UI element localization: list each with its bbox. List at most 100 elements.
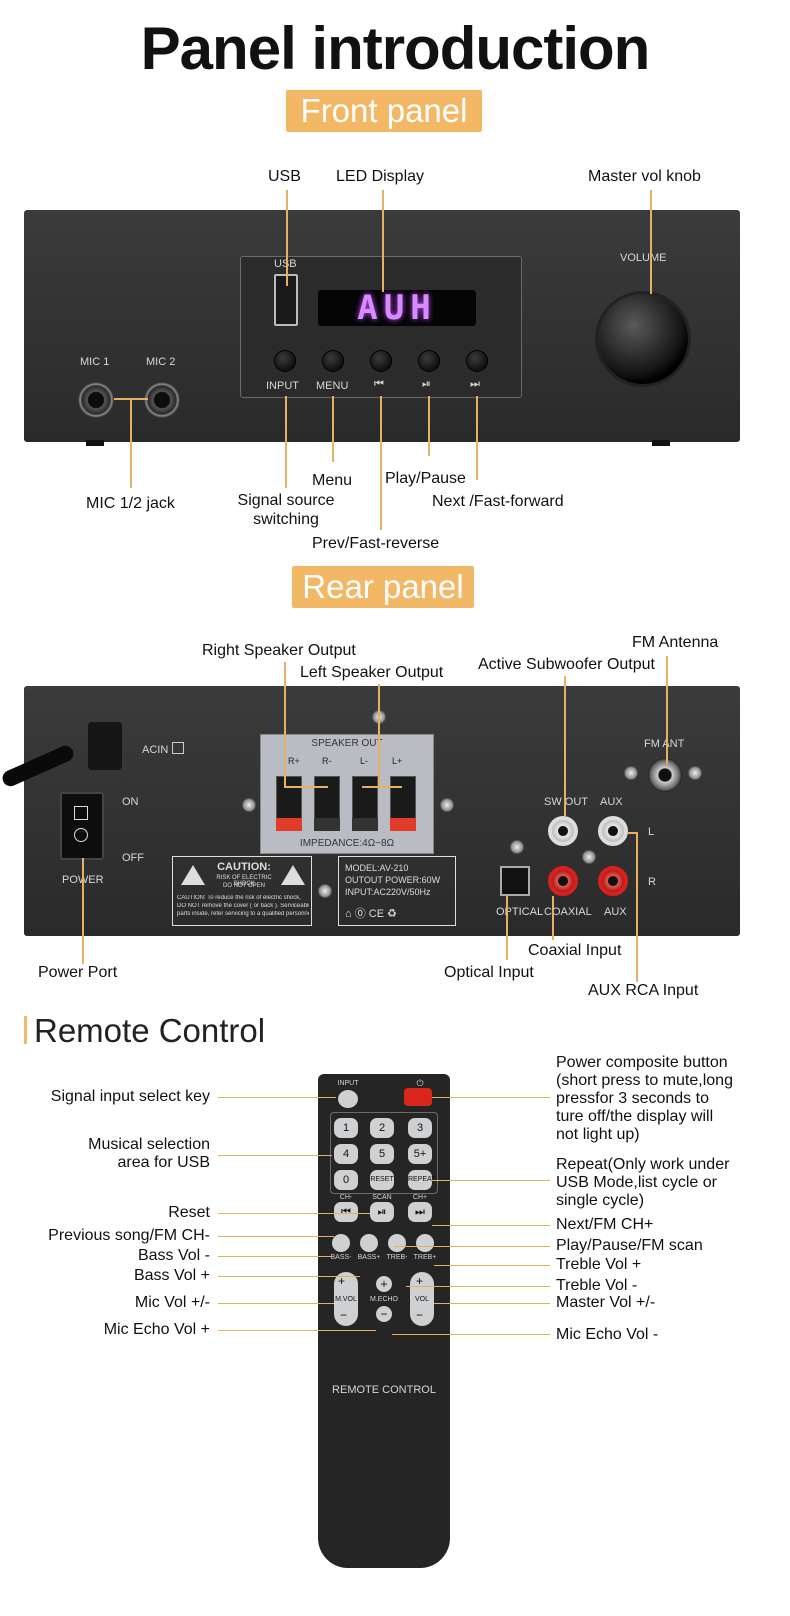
label-usb: USB — [268, 168, 301, 185]
menu-button[interactable] — [322, 350, 344, 372]
label-signal-source-1: Signal source — [237, 492, 335, 509]
prev-ch-key[interactable]: ⏮ — [334, 1202, 358, 1222]
prev-silk: ⏮ — [374, 378, 384, 390]
label-play-scan: Play/Pause/FM scan — [556, 1237, 703, 1254]
label-repeat-2: USB Mode,list cycle or — [556, 1174, 717, 1191]
leader-line — [476, 396, 478, 480]
play-scan-key[interactable]: ⏯ — [370, 1202, 394, 1222]
input-button[interactable] — [274, 350, 296, 372]
reset-key[interactable]: RESET — [370, 1170, 394, 1190]
number-key-4[interactable]: 4 — [334, 1144, 358, 1164]
next-silk: ⏭ — [470, 378, 480, 390]
label-power-port: Power Port — [38, 964, 118, 981]
bass-plus-key[interactable] — [360, 1234, 378, 1252]
leader-line — [218, 1303, 334, 1304]
r-minus-silk: R- — [322, 756, 332, 766]
aux-l-rca[interactable] — [598, 816, 628, 846]
speaker-terminal-black-tab — [352, 818, 378, 831]
label-mic-echo-plus: Mic Echo Vol + — [103, 1321, 210, 1338]
off-silk: OFF — [122, 852, 144, 864]
leader-line — [434, 1303, 550, 1304]
number-key-0[interactable]: 0 — [334, 1170, 358, 1190]
speaker-terminal-l-minus[interactable] — [352, 776, 378, 820]
speaker-terminal-r-minus[interactable] — [314, 776, 340, 820]
fm-ant-silk: FM ANT — [644, 738, 685, 750]
master-volume-knob[interactable] — [598, 294, 688, 384]
screw — [582, 850, 596, 864]
mic2-jack[interactable] — [144, 382, 180, 418]
fm-antenna-connector[interactable] — [648, 758, 682, 792]
master-vol-rocker[interactable] — [410, 1272, 434, 1326]
leader-line — [218, 1236, 334, 1237]
leader-line — [332, 396, 334, 462]
leader-line — [218, 1276, 360, 1277]
usb-silk: USB — [274, 258, 297, 270]
number-key-5[interactable]: 5 — [370, 1144, 394, 1164]
model-text: MODEL:AV-210 — [345, 863, 409, 873]
label-menu: Menu — [312, 472, 353, 489]
aux-r-rca[interactable] — [598, 866, 628, 896]
mic2-silk: MIC 2 — [146, 356, 176, 368]
r-silk: R — [648, 876, 656, 888]
leader-line — [218, 1330, 376, 1331]
bass-minus-key[interactable] — [332, 1234, 350, 1252]
power-cord-inlet[interactable] — [88, 722, 122, 770]
l-silk: L — [648, 826, 655, 838]
caution-sub2: DO NOT OPEN — [223, 883, 265, 889]
next-ch-key[interactable]: ⏭ — [408, 1202, 432, 1222]
speaker-terminal-l-plus[interactable] — [390, 776, 416, 820]
skip-forward-icon: ⏭ — [415, 1206, 425, 1218]
mic-echo-plus-key[interactable]: + — [376, 1276, 392, 1292]
mic1-jack[interactable] — [78, 382, 114, 418]
sw-out-rca[interactable] — [548, 816, 578, 846]
number-key-1[interactable]: 1 — [334, 1118, 358, 1138]
plus-icon: + — [416, 1274, 424, 1288]
mic-vol-rocker[interactable] — [334, 1272, 358, 1326]
leader-line — [286, 190, 288, 286]
leader-line — [666, 656, 668, 764]
treb-minus-key[interactable] — [388, 1234, 406, 1252]
aux-top-silk: AUX — [600, 796, 623, 808]
power-key[interactable] — [404, 1088, 432, 1106]
switch-on-mark — [74, 806, 88, 820]
treb-minus-silk: TREB- — [386, 1254, 408, 1261]
label-coaxial-input: Coaxial Input — [528, 942, 622, 959]
number-key-5-plus[interactable]: 5+ — [408, 1144, 432, 1164]
leader-line — [432, 1097, 550, 1098]
plus-icon: + — [338, 1274, 346, 1288]
play-pause-button[interactable] — [418, 350, 440, 372]
number-key-frame — [330, 1112, 438, 1194]
minus-icon: − — [416, 1308, 424, 1322]
remote-brand-silk: REMOTE CONTROL — [332, 1384, 436, 1396]
screw — [688, 766, 702, 780]
repeat-key[interactable]: REPEAT — [408, 1170, 436, 1190]
l-minus-silk: L- — [360, 756, 369, 766]
play-silk: ⏯ — [422, 378, 431, 390]
screw — [624, 766, 638, 780]
caution-label: CAUTION: RISK OF ELECTRIC SHOCK DO NOT O… — [172, 856, 312, 926]
label-next-ch: Next/FM CH+ — [556, 1216, 654, 1233]
label-repeat-1: Repeat(Only work under — [556, 1156, 730, 1173]
prev-button[interactable] — [370, 350, 392, 372]
screw — [242, 798, 256, 812]
device-foot — [652, 440, 670, 446]
label-prev-fast-reverse: Prev/Fast-reverse — [312, 535, 440, 552]
number-key-3[interactable]: 3 — [408, 1118, 432, 1138]
mecho-silk: M.ECHO — [370, 1296, 398, 1303]
leader-line — [284, 786, 328, 788]
power-switch[interactable] — [60, 792, 104, 860]
optical-input-port[interactable] — [500, 866, 530, 896]
coaxial-rca[interactable] — [548, 866, 578, 896]
leader-line — [406, 1286, 550, 1287]
number-key-2[interactable]: 2 — [370, 1118, 394, 1138]
leader-line — [650, 190, 652, 294]
speaker-terminal-r-plus[interactable] — [276, 776, 302, 820]
label-signal-input: Signal input select key — [50, 1088, 210, 1105]
label-musical-1: Musical selection — [88, 1136, 210, 1153]
mic-echo-minus-key[interactable]: − — [376, 1306, 392, 1322]
input-select-key[interactable] — [338, 1090, 358, 1108]
minus-icon: − — [380, 1307, 388, 1321]
next-button[interactable] — [466, 350, 488, 372]
leader-line — [564, 676, 566, 816]
treb-plus-key[interactable] — [416, 1234, 434, 1252]
